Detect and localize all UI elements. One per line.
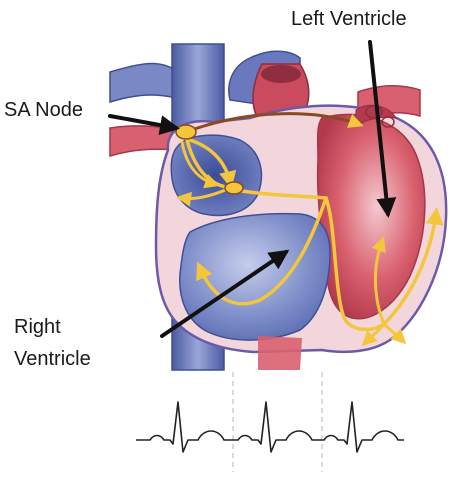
sa-node-label: SA Node [4, 99, 83, 122]
right-atrium-chamber [171, 135, 261, 215]
right-ventricle-chamber [180, 214, 330, 340]
ecg-trace [136, 402, 404, 452]
right-ventricle-label-line2: Ventricle [14, 343, 91, 375]
right-ventricle-label: Right Ventricle [14, 311, 91, 375]
right-ventricle-label-line1: Right [14, 311, 91, 343]
av-node [225, 182, 243, 194]
sa-node [176, 125, 196, 139]
ecg-guides [233, 372, 322, 472]
left-ventricle-label: Left Ventricle [291, 8, 407, 31]
